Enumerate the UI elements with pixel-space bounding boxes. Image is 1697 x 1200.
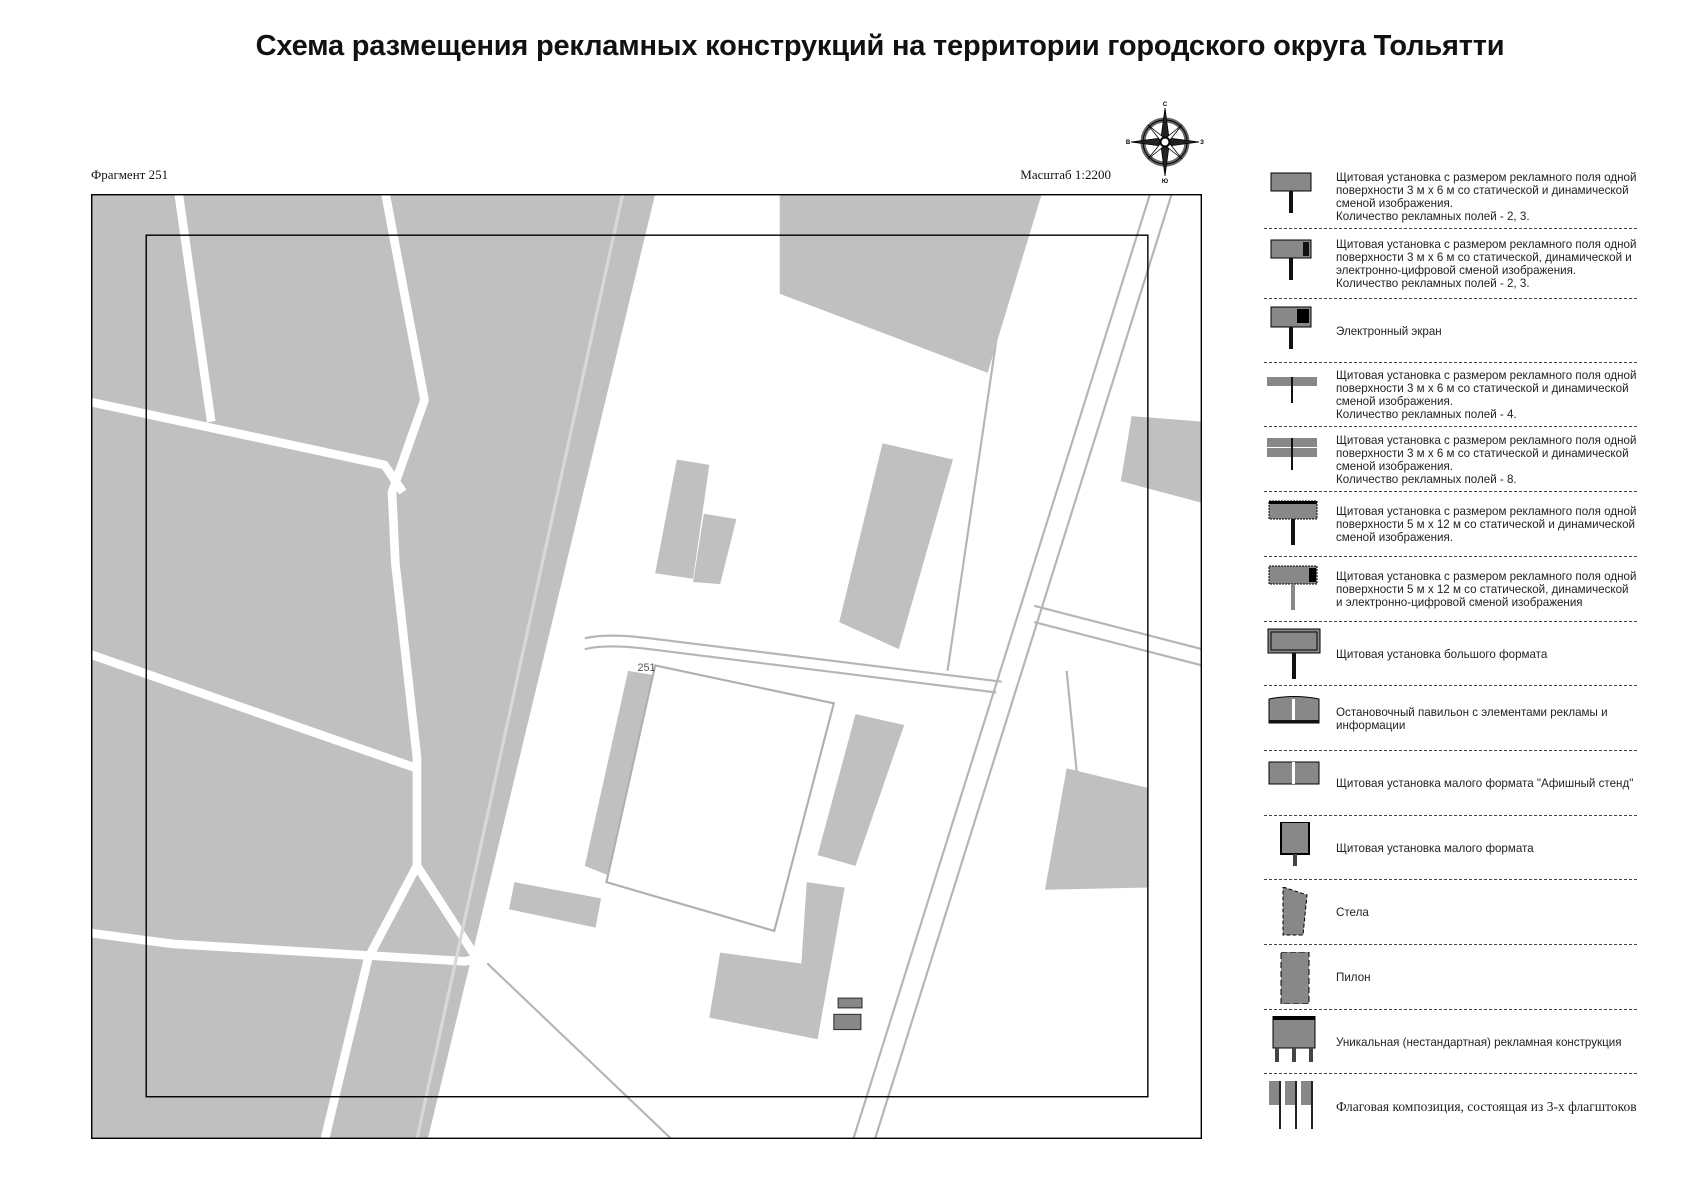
legend-item: Щитовая установка большого формата bbox=[1264, 623, 1637, 686]
large-format-billboard-icon bbox=[1264, 628, 1324, 680]
legend-item: Щитовая установка с размером рекламного … bbox=[1264, 165, 1637, 229]
flag-composition-icon bbox=[1264, 1080, 1324, 1133]
ad-construction-marker[interactable] bbox=[837, 997, 863, 1009]
scale-label: Масштаб 1:2200 bbox=[1020, 167, 1111, 182]
ad-construction-marker[interactable] bbox=[833, 1013, 862, 1031]
legend-item-text: Щитовая установка с размером рекламного … bbox=[1336, 505, 1637, 544]
road-boundary bbox=[415, 194, 625, 1139]
fragment-boundary bbox=[145, 234, 1149, 1098]
legend-item: Пилон bbox=[1264, 946, 1637, 1010]
unique-construction-icon bbox=[1264, 1016, 1324, 1068]
legend-item-text: Щитовая установка большого формата bbox=[1336, 647, 1548, 661]
compass-w: В bbox=[1126, 140, 1131, 146]
legend-item: Щитовая установка с размером рекламного … bbox=[1264, 493, 1637, 557]
legend-item: Щитовая установка с размером рекламного … bbox=[1264, 558, 1637, 622]
electronic-screen-icon bbox=[1264, 305, 1324, 357]
legend-item: Щитовая установка с размером рекламного … bbox=[1264, 364, 1637, 427]
map-fragment[interactable]: 251 bbox=[91, 194, 1202, 1139]
small-format-billboard-icon bbox=[1264, 822, 1324, 874]
compass-n: С bbox=[1163, 102, 1168, 108]
legend-item-text: Уникальная (нестандартная) рекламная кон… bbox=[1336, 1035, 1622, 1049]
legend-item-text: Щитовая установка с размером рекламного … bbox=[1336, 369, 1637, 421]
legend-item: Щитовая установка малого формата "Афишны… bbox=[1264, 752, 1637, 816]
legend-item-text: Щитовая установка с размером рекламного … bbox=[1336, 570, 1637, 609]
billboard-5x12-digital-icon bbox=[1264, 564, 1324, 616]
legend-item-text: Щитовая установка с размером рекламного … bbox=[1336, 433, 1637, 486]
compass-s: Ю bbox=[1162, 179, 1168, 184]
legend-item: Щитовая установка с размером рекламного … bbox=[1264, 230, 1637, 299]
fragment-label: Фрагмент 251 bbox=[91, 167, 169, 182]
billboard-5x12-icon bbox=[1264, 499, 1324, 551]
billboard-3x6-static-dynamic-icon bbox=[1264, 171, 1324, 223]
bus-stop-pavilion-icon bbox=[1264, 693, 1324, 745]
map-title: Схема размещения рекламных конструкций н… bbox=[255, 30, 1505, 62]
legend-item: Флаговая композиция, состоящая из 3-х фл… bbox=[1264, 1075, 1637, 1138]
legend-item-text: Остановочный павильон с элементами рекла… bbox=[1336, 705, 1608, 732]
legend-item-text: Пилон bbox=[1336, 971, 1371, 984]
building-251[interactable] bbox=[605, 664, 836, 933]
map-frame bbox=[91, 194, 1202, 1139]
billboard-8-fields-icon bbox=[1264, 434, 1324, 486]
stela-icon bbox=[1264, 886, 1324, 939]
fragment-number-label: 251 bbox=[637, 662, 655, 674]
billboard-3x6-digital-icon bbox=[1264, 238, 1324, 290]
poster-stand-icon bbox=[1264, 758, 1324, 810]
legend-item: Электронный экран bbox=[1264, 300, 1637, 363]
legend-item-text: Электронный экран bbox=[1336, 324, 1442, 338]
legend-item: Стела bbox=[1264, 881, 1637, 945]
legend-item-text: Щитовая установка с размером рекламного … bbox=[1336, 170, 1637, 223]
compass-rose-icon: С Ю В З bbox=[1126, 102, 1204, 184]
legend-item-text: Щитовая установка малого формата bbox=[1336, 841, 1534, 855]
billboard-4-fields-icon bbox=[1264, 369, 1324, 421]
buildings bbox=[508, 194, 1202, 1040]
legend-item-text: Стела bbox=[1336, 906, 1369, 919]
legend-item-text: Щитовая установка с размером рекламного … bbox=[1336, 238, 1637, 290]
compass-e: З bbox=[1200, 140, 1204, 146]
legend-item-text: Щитовая установка малого формата "Афишны… bbox=[1336, 777, 1634, 790]
legend-item: Остановочный павильон с элементами рекла… bbox=[1264, 687, 1637, 751]
legend-item-text: Флаговая композиция, состоящая из 3-х фл… bbox=[1336, 1098, 1637, 1114]
legend-item: Щитовая установка с размером рекламного … bbox=[1264, 428, 1637, 492]
legend-item: Щитовая установка малого формата bbox=[1264, 817, 1637, 880]
pylon-icon bbox=[1264, 951, 1324, 1004]
roads-west bbox=[91, 194, 484, 1139]
legend-item: Уникальная (нестандартная) рекламная кон… bbox=[1264, 1011, 1637, 1074]
